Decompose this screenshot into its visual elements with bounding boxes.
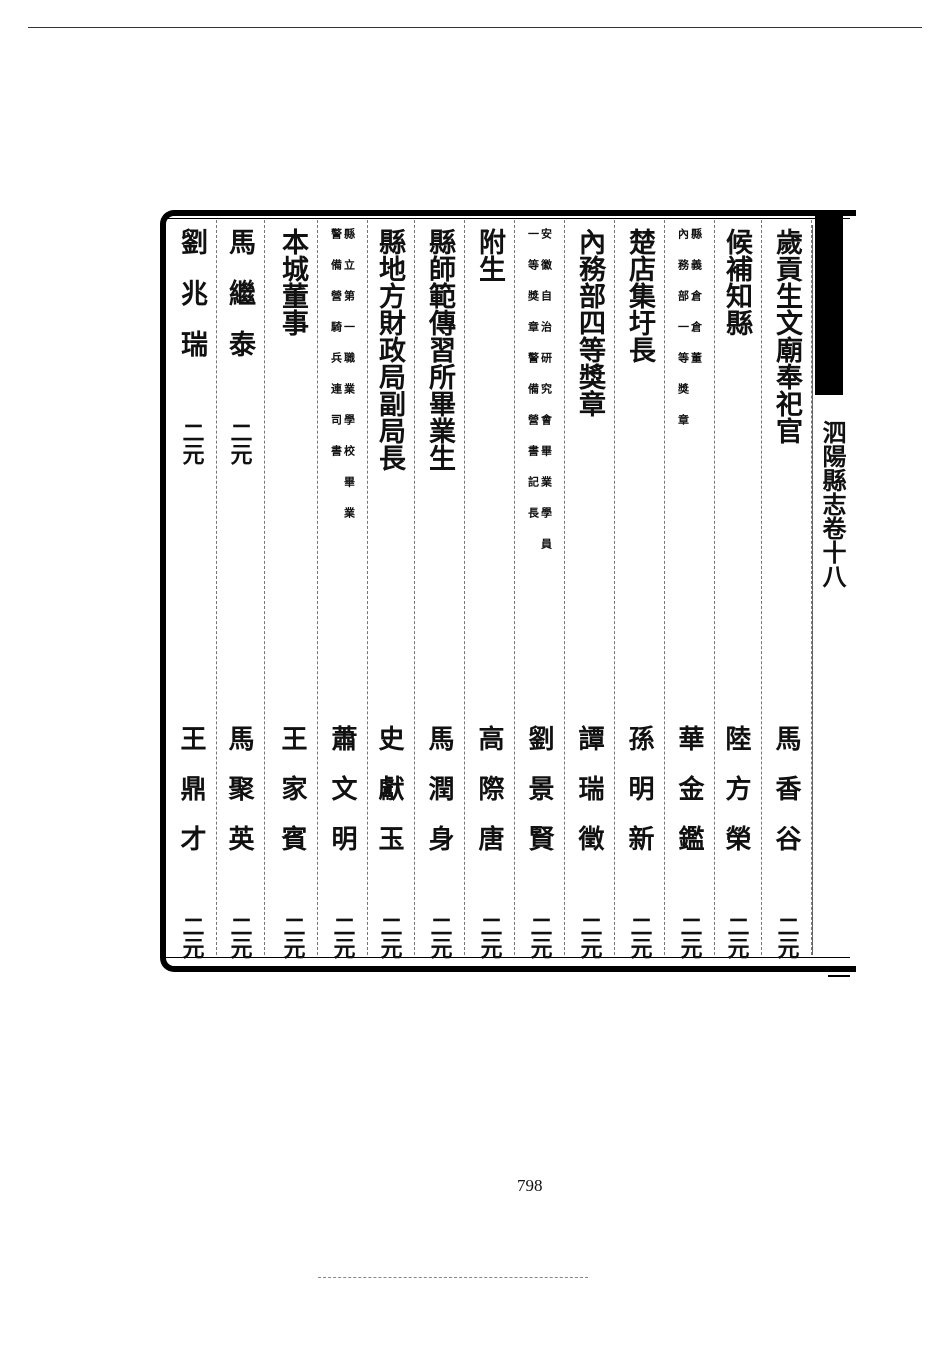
note-left: 一等獎章警備營書記長: [526, 228, 540, 538]
entry-donor: 華金鑑 二元: [665, 725, 714, 965]
scan-artifact-line: [318, 1277, 588, 1279]
donor-name: 馬香谷: [771, 725, 801, 875]
donation-amount: 二元: [279, 915, 306, 959]
entry-column: 劉兆瑞 二元 王鼎才 二元: [167, 220, 217, 959]
note-left: 警備營騎兵連司書: [329, 228, 343, 476]
donor-name: 馬繼泰: [224, 228, 255, 381]
donor-name: 陸方榮: [721, 725, 751, 875]
entry-column: 歲貢生文廟奉祀官 馬香谷 二元: [762, 220, 812, 959]
entry-title: 本城董事: [277, 228, 308, 336]
donation-amount: 二元: [226, 915, 253, 959]
entry-column: 本城董事 王家賓 二元: [268, 220, 318, 959]
note-left: 內務部一等獎章: [676, 228, 690, 445]
donor-name: 孫明新: [624, 725, 654, 875]
donation-amount: 二元: [476, 915, 503, 959]
entry-column: 附生 高際唐 二元: [465, 220, 515, 959]
entry-donor-upper: 馬繼泰 二元: [215, 228, 264, 688]
donor-name: 劉景賢: [524, 725, 554, 875]
entry-donor: 高際唐 二元: [465, 725, 514, 965]
page-number: 798: [517, 1176, 543, 1195]
entry-title: 楚店集圩長: [624, 228, 655, 363]
entry-donor: 孫明新 二元: [615, 725, 664, 965]
entry-column: 馬繼泰 二元 馬聚英 二元: [215, 220, 265, 959]
entry-donor: 劉景賢 二元: [515, 725, 564, 965]
entry-note: 縣立第一職業學校畢業 警備營騎兵連司書: [318, 228, 367, 673]
entry-note: 安徽自治研究會畢業學員 一等獎章警備營書記長: [515, 228, 564, 673]
top-rule: [28, 27, 922, 28]
note-right: 縣義倉倉董: [689, 228, 703, 383]
side-title: 泗陽縣志卷十八: [818, 420, 847, 588]
fishtail-tab: [815, 210, 843, 395]
note-right: 安徽自治研究會畢業學員: [539, 228, 553, 569]
donor-name: 高際唐: [474, 725, 504, 875]
donation-amount: 二元: [178, 421, 205, 465]
entry-title: 附生: [474, 228, 505, 282]
entry-column: 候補知縣 陸方榮 二元: [712, 220, 762, 959]
entry-column: 縣義倉倉董 內務部一等獎章 華金鑑 二元: [665, 220, 715, 959]
donor-name: 馬潤身: [424, 725, 454, 875]
margin-divider: [812, 225, 813, 955]
donation-amount: 二元: [576, 915, 603, 959]
donation-amount: 二元: [426, 915, 453, 959]
donor-name: 劉兆瑞: [176, 228, 207, 381]
entry-title: 縣師範傳習所畢業生: [424, 228, 455, 471]
entry-title: 候補知縣: [721, 228, 752, 336]
entry-column: 縣師範傳習所畢業生 馬潤身 二元: [415, 220, 465, 959]
entry-title: 內務部四等獎章: [574, 228, 605, 417]
donation-amount: 二元: [723, 915, 750, 959]
donation-amount: 二元: [178, 915, 205, 959]
entry-donor: 蕭文明 二元: [318, 725, 367, 965]
entry-donor: 史獻玉 二元: [365, 725, 414, 965]
entry-column: 楚店集圩長 孫明新 二元: [615, 220, 665, 959]
entry-donor: 馬香谷 二元: [762, 725, 811, 965]
margin-tick: [828, 975, 850, 977]
entry-donor: 陸方榮 二元: [712, 725, 761, 965]
donation-amount: 二元: [226, 421, 253, 465]
entry-donor: 王鼎才 二元: [167, 725, 216, 965]
donation-amount: 二元: [376, 915, 403, 959]
donor-name: 王家賓: [277, 725, 307, 875]
donation-amount: 二元: [329, 915, 356, 959]
entry-donor: 馬潤身 二元: [415, 725, 464, 965]
donation-amount: 二元: [526, 915, 553, 959]
page-frame-inner: [166, 218, 850, 958]
page-frame: [160, 210, 856, 972]
donation-amount: 二元: [676, 915, 703, 959]
donor-name: 王鼎才: [176, 725, 206, 875]
entry-column: 內務部四等獎章 譚瑞徵 二元: [565, 220, 615, 959]
entry-note: 縣義倉倉董 內務部一等獎章: [665, 228, 714, 673]
entry-title: 歲貢生文廟奉祀官: [771, 228, 802, 444]
donor-name: 馬聚英: [224, 725, 254, 875]
donor-name: 史獻玉: [374, 725, 404, 875]
entry-donor: 譚瑞徵 二元: [565, 725, 614, 965]
donation-amount: 二元: [626, 915, 653, 959]
entry-column: 縣立第一職業學校畢業 警備營騎兵連司書 蕭文明 二元: [318, 220, 368, 959]
entry-donor: 馬聚英 二元: [215, 725, 264, 965]
donor-name: 譚瑞徵: [574, 725, 604, 875]
entry-title: 縣地方財政局副局長: [374, 228, 405, 471]
donor-name: 華金鑑: [674, 725, 704, 875]
entry-column: 安徽自治研究會畢業學員 一等獎章警備營書記長 劉景賢 二元: [515, 220, 565, 959]
note-right: 縣立第一職業學校畢業: [342, 228, 356, 538]
entry-donor: 王家賓 二元: [268, 725, 317, 965]
donor-name: 蕭文明: [327, 725, 357, 875]
entry-column: 縣地方財政局副局長 史獻玉 二元: [365, 220, 415, 959]
donation-amount: 二元: [773, 915, 800, 959]
entry-donor-upper: 劉兆瑞 二元: [167, 228, 216, 688]
